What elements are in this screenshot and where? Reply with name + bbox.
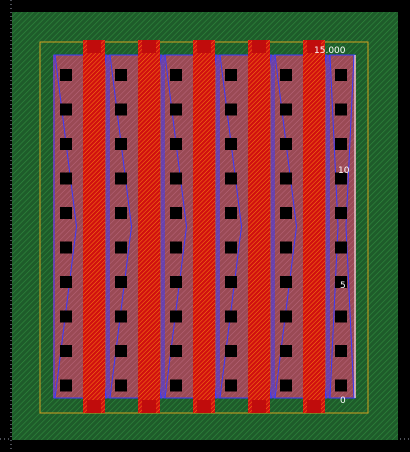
contact[interactable]: [335, 138, 347, 150]
ruler-label-10: 10: [338, 166, 350, 176]
contact[interactable]: [60, 172, 72, 185]
contact[interactable]: [170, 379, 182, 392]
contact[interactable]: [280, 207, 292, 219]
contact[interactable]: [60, 103, 72, 116]
contact[interactable]: [115, 69, 127, 81]
contact[interactable]: [115, 103, 127, 116]
metal-strip-outline[interactable]: [273, 54, 328, 399]
contact[interactable]: [335, 241, 347, 254]
contact-layer: [60, 69, 347, 392]
contact[interactable]: [335, 379, 347, 392]
metal-strip-outline[interactable]: [108, 54, 163, 399]
poly-endcap-bottom: [307, 400, 321, 413]
poly-endcap-top: [307, 40, 321, 53]
contact[interactable]: [60, 276, 72, 288]
metal-strip-outline[interactable]: [53, 54, 108, 399]
contact[interactable]: [115, 207, 127, 219]
contact[interactable]: [280, 379, 292, 392]
contact[interactable]: [115, 379, 127, 392]
contact[interactable]: [170, 103, 182, 116]
poly-endcap-top: [142, 40, 156, 53]
poly-finger-5[interactable]: [303, 40, 325, 413]
ruler-label-15: 15.000: [314, 46, 346, 56]
contact[interactable]: [115, 276, 127, 288]
contact[interactable]: [225, 310, 237, 323]
contact[interactable]: [60, 241, 72, 254]
metal-strip-outline[interactable]: [163, 54, 218, 399]
contact[interactable]: [115, 241, 127, 254]
contact[interactable]: [225, 207, 237, 219]
contact[interactable]: [335, 172, 347, 185]
contact[interactable]: [280, 345, 292, 357]
poly-endcap-top: [87, 40, 101, 53]
contact[interactable]: [170, 172, 182, 185]
contact[interactable]: [225, 241, 237, 254]
contact[interactable]: [225, 103, 237, 116]
contact[interactable]: [60, 207, 72, 219]
poly-finger-3[interactable]: [193, 40, 215, 413]
poly-endcap-top: [197, 40, 211, 53]
contact[interactable]: [335, 207, 347, 219]
contact[interactable]: [225, 379, 237, 392]
contact[interactable]: [280, 103, 292, 116]
contact[interactable]: [225, 69, 237, 81]
contact[interactable]: [280, 310, 292, 323]
ruler-label-5: 5: [340, 281, 346, 291]
metal-strip-outline[interactable]: [218, 54, 273, 399]
contact[interactable]: [60, 379, 72, 392]
contact[interactable]: [170, 138, 182, 150]
poly-endcap-top: [252, 40, 266, 53]
metal-strap[interactable]: [329, 54, 355, 399]
contact[interactable]: [280, 69, 292, 81]
contact[interactable]: [225, 172, 237, 185]
contact[interactable]: [170, 69, 182, 81]
contact[interactable]: [115, 138, 127, 150]
contact[interactable]: [335, 345, 347, 357]
ruler-label-0: 0: [340, 396, 346, 406]
poly-endcap-bottom: [87, 400, 101, 413]
contact[interactable]: [60, 138, 72, 150]
contact[interactable]: [225, 345, 237, 357]
poly-layer: [83, 40, 325, 413]
contact[interactable]: [170, 345, 182, 357]
contact[interactable]: [280, 241, 292, 254]
contact[interactable]: [335, 276, 347, 288]
contact[interactable]: [60, 345, 72, 357]
contact[interactable]: [60, 69, 72, 81]
poly-finger-4[interactable]: [248, 40, 270, 413]
contact[interactable]: [115, 310, 127, 323]
contact[interactable]: [280, 276, 292, 288]
contact[interactable]: [115, 172, 127, 185]
poly-endcap-bottom: [142, 400, 156, 413]
contact[interactable]: [280, 172, 292, 185]
contact[interactable]: [170, 310, 182, 323]
poly-endcap-bottom: [252, 400, 266, 413]
contact[interactable]: [335, 103, 347, 116]
contact[interactable]: [60, 310, 72, 323]
contact[interactable]: [335, 69, 347, 81]
contact[interactable]: [335, 310, 347, 323]
contact[interactable]: [170, 241, 182, 254]
ruler: 15.000 10 5 0: [314, 46, 356, 406]
contact[interactable]: [170, 207, 182, 219]
poly-endcap-bottom: [197, 400, 211, 413]
poly-finger-1[interactable]: [83, 40, 105, 413]
contact[interactable]: [170, 276, 182, 288]
poly-finger-2[interactable]: [138, 40, 160, 413]
contact[interactable]: [225, 276, 237, 288]
contact[interactable]: [115, 345, 127, 357]
contact[interactable]: [225, 138, 237, 150]
contact[interactable]: [280, 138, 292, 150]
